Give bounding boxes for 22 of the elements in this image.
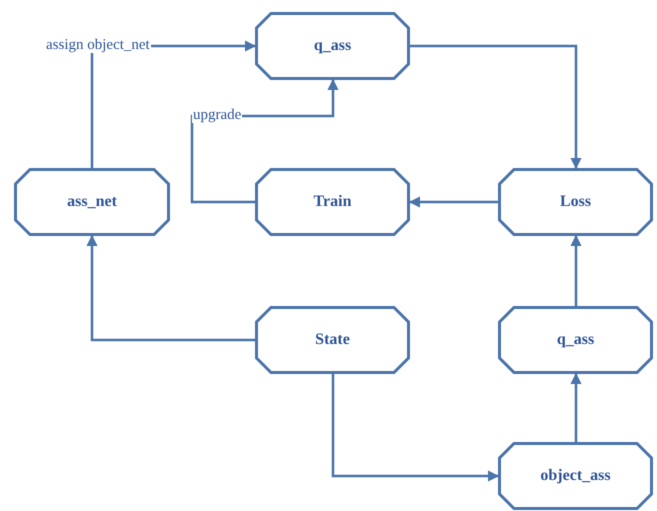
node-label: Loss (560, 192, 592, 212)
octagon-box (255, 306, 410, 374)
arrow (86, 234, 255, 342)
octagon-box (255, 168, 410, 236)
arrow (570, 234, 582, 306)
node-label: ass_net (67, 192, 117, 212)
node-label: object_ass (540, 466, 611, 486)
node-label: Train (314, 192, 352, 212)
arrow (332, 374, 500, 482)
octagon-box (14, 168, 170, 236)
octagon-box (498, 168, 653, 236)
node-label: q_ass (314, 36, 352, 56)
edge-label: assign object_net (45, 38, 151, 53)
octagon-box (255, 12, 410, 80)
arrow (410, 44, 582, 170)
edge-label: upgrade (192, 108, 242, 123)
arrow (570, 372, 582, 442)
arrow (408, 196, 498, 208)
node-label: State (315, 330, 350, 350)
octagon-box (498, 306, 653, 374)
node-label: q_ass (556, 330, 594, 350)
octagon-box (498, 442, 653, 510)
